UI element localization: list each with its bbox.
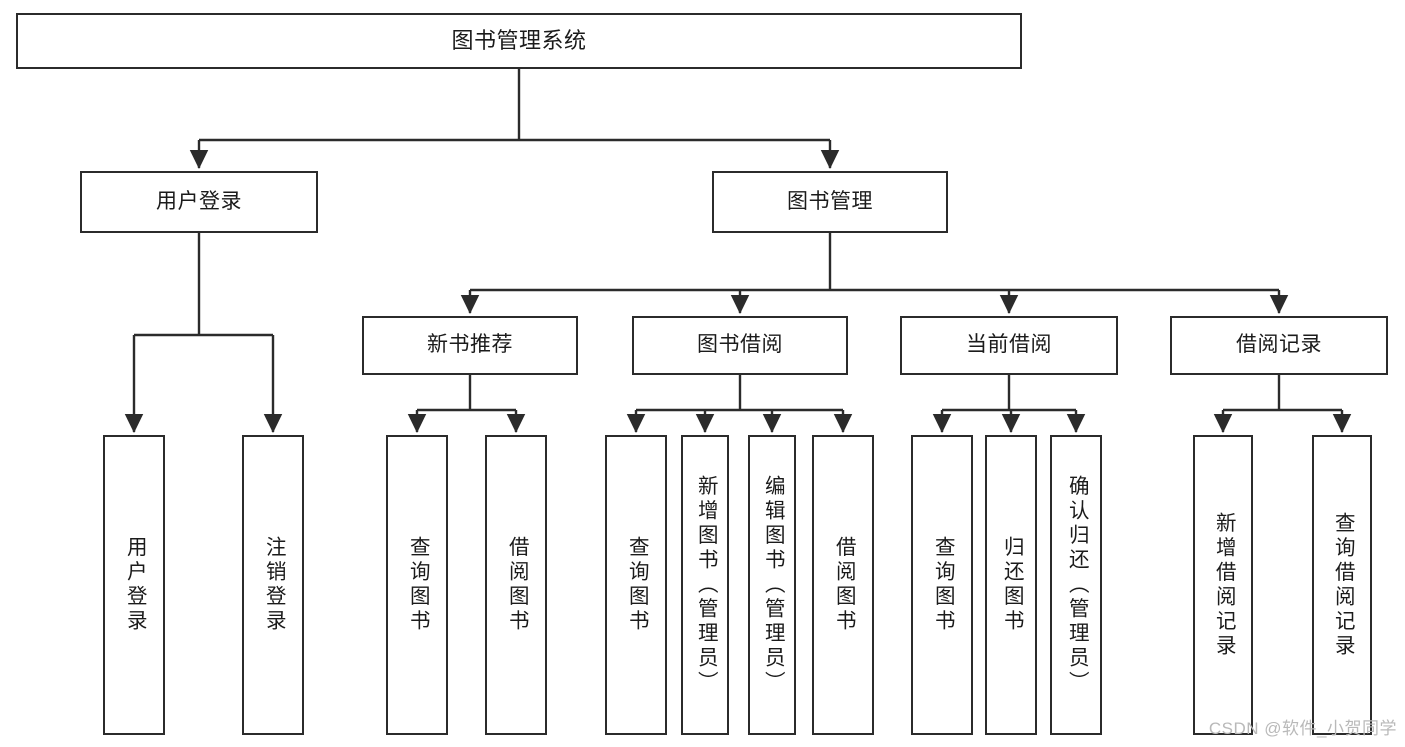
leaf-return-book-label: 归还图书 — [1000, 536, 1024, 634]
leaf-query-borrow-record[interactable]: 查询借阅记录 — [1312, 435, 1372, 735]
leaf-return-book[interactable]: 归还图书 — [985, 435, 1037, 735]
node-root-label: 图书管理系统 — [451, 28, 587, 54]
leaf-add-borrow-record[interactable]: 新增借阅记录 — [1193, 435, 1253, 735]
leaf-borrow-book-2[interactable]: 借阅图书 — [812, 435, 874, 735]
leaf-query-book-2-label: 查询图书 — [625, 536, 649, 634]
leaf-borrow-book-1-label: 借阅图书 — [505, 536, 529, 634]
node-borrow-record-label: 借阅记录 — [1236, 333, 1322, 357]
node-new-book-recommend-label: 新书推荐 — [427, 333, 513, 357]
leaf-confirm-return[interactable]: 确认归还（管理员） — [1050, 435, 1102, 735]
node-new-book-recommend[interactable]: 新书推荐 — [362, 316, 578, 375]
leaf-add-book-label: 新增图书（管理员） — [694, 474, 718, 696]
leaf-query-book-2[interactable]: 查询图书 — [605, 435, 667, 735]
node-user-login-label: 用户登录 — [156, 189, 242, 213]
node-book-borrow-label: 图书借阅 — [697, 333, 783, 357]
node-book-borrow[interactable]: 图书借阅 — [632, 316, 848, 375]
leaf-borrow-book-1[interactable]: 借阅图书 — [485, 435, 547, 735]
leaf-query-borrow-record-label: 查询借阅记录 — [1331, 511, 1355, 659]
leaf-edit-book-label: 编辑图书（管理员） — [761, 474, 785, 696]
leaf-query-book-3-label: 查询图书 — [931, 536, 955, 634]
node-user-login[interactable]: 用户登录 — [80, 171, 318, 233]
node-current-borrow-label: 当前借阅 — [966, 333, 1052, 357]
leaf-query-book-1-label: 查询图书 — [406, 536, 430, 634]
leaf-query-book-1[interactable]: 查询图书 — [386, 435, 448, 735]
node-borrow-record[interactable]: 借阅记录 — [1170, 316, 1388, 375]
leaf-add-book[interactable]: 新增图书（管理员） — [681, 435, 729, 735]
leaf-edit-book[interactable]: 编辑图书（管理员） — [748, 435, 796, 735]
node-root[interactable]: 图书管理系统 — [16, 13, 1022, 69]
node-current-borrow[interactable]: 当前借阅 — [900, 316, 1118, 375]
leaf-add-borrow-record-label: 新增借阅记录 — [1212, 511, 1236, 659]
node-book-manage[interactable]: 图书管理 — [712, 171, 948, 233]
leaf-query-book-3[interactable]: 查询图书 — [911, 435, 973, 735]
node-book-manage-label: 图书管理 — [787, 189, 873, 213]
leaf-logout[interactable]: 注销登录 — [242, 435, 304, 735]
leaf-user-login[interactable]: 用户登录 — [103, 435, 165, 735]
leaf-confirm-return-label: 确认归还（管理员） — [1065, 474, 1089, 696]
leaf-borrow-book-2-label: 借阅图书 — [832, 536, 856, 634]
leaf-logout-label: 注销登录 — [262, 536, 286, 634]
leaf-user-login-label: 用户登录 — [123, 536, 147, 634]
